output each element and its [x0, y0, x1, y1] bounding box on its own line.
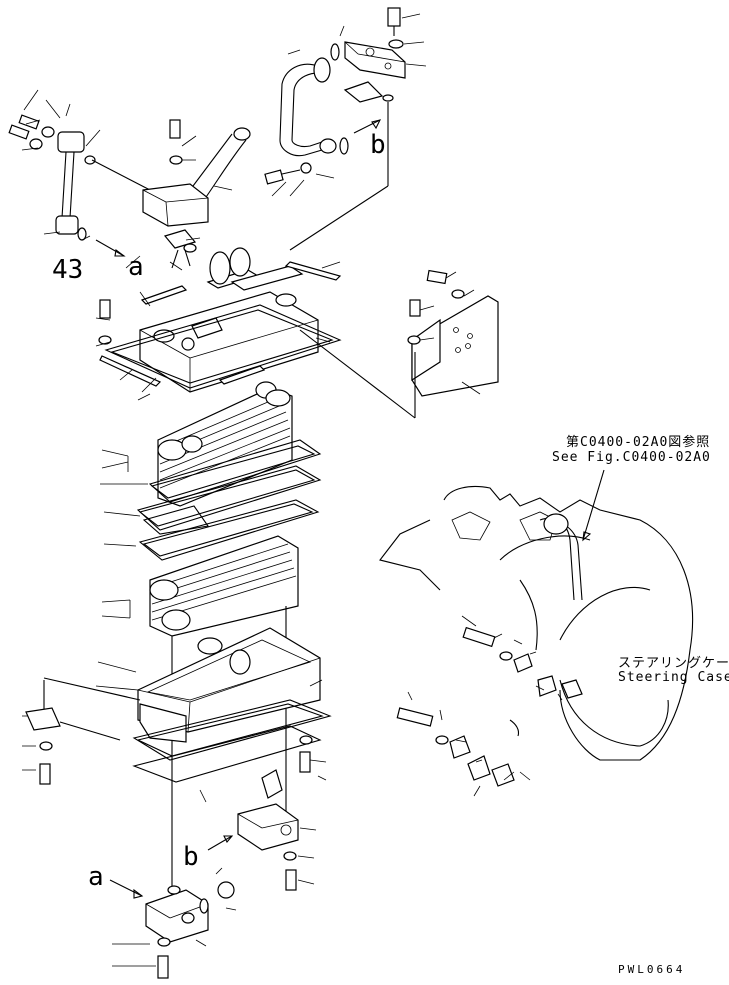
reference-figure-en: See Fig.C0400-02A0	[552, 450, 711, 465]
reference-figure-jp: 第C0400-02A0図参照	[566, 435, 711, 450]
steering-case-outline	[379, 469, 694, 761]
clip-and-bolt-group	[396, 626, 583, 787]
marker-b-upper: b	[370, 130, 386, 160]
lower-valve-block-a	[109, 879, 235, 979]
leader-lines	[21, 13, 563, 967]
lower-valve-block-b	[207, 769, 299, 891]
marker-a-lower: a	[88, 862, 104, 892]
cover-gaskets	[98, 299, 342, 389]
upper-cooler-core	[157, 381, 293, 507]
steering-case-label-en: Steering Case	[618, 670, 729, 685]
upper-bent-tube	[264, 43, 382, 185]
lower-cooler-core	[149, 535, 299, 940]
left-linkage	[8, 114, 151, 257]
middle-gaskets	[136, 439, 322, 561]
marker-a-upper: a	[128, 252, 144, 282]
lower-left-fittings	[25, 677, 141, 785]
steering-case-label-jp: ステアリングケース	[618, 656, 729, 671]
marker-b-lower: b	[183, 842, 199, 872]
callout-item-43: 43	[52, 255, 84, 285]
lower-right-fittings	[299, 735, 313, 773]
cooler-upper-cover	[139, 247, 342, 393]
upper-right-valve-block	[289, 7, 406, 251]
upper-left-valve-block	[142, 119, 251, 269]
cooler-lower-case	[132, 627, 332, 783]
mounting-bracket	[299, 269, 499, 419]
drawing-code: PWL0664	[618, 963, 686, 976]
